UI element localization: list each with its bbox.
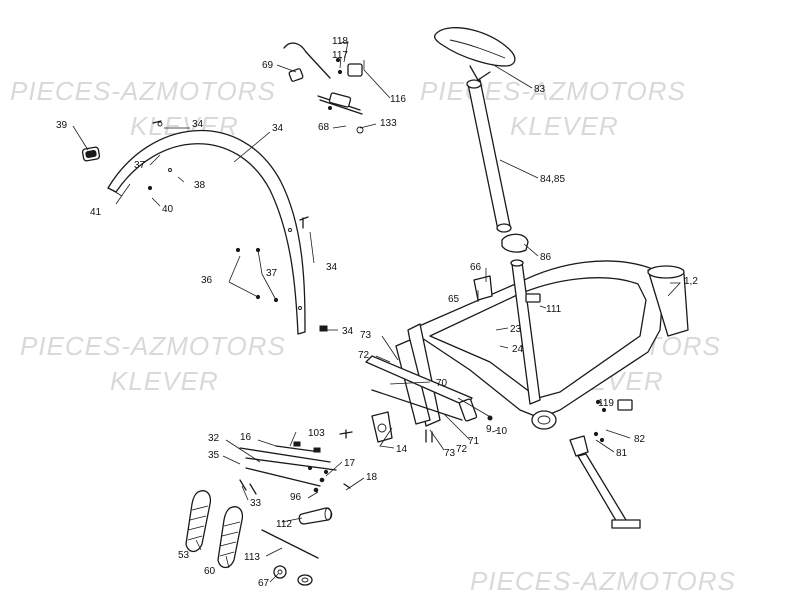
seat-clamp-86 (501, 233, 529, 253)
callout-label: 111 (546, 304, 562, 315)
callout-label: 70 (436, 378, 448, 389)
callout-label: 118 (332, 36, 348, 47)
callout-label: 32 (208, 433, 220, 444)
callout-label: 113 (244, 552, 260, 563)
callout-label: 69 (262, 60, 274, 71)
callout-label: 40 (162, 204, 174, 215)
callout-label: 81 (616, 448, 628, 459)
callout-label: 112 (276, 519, 292, 530)
callout-label: 119 (598, 398, 614, 409)
callout-label: 96 (290, 492, 302, 503)
callout-label: 39 (56, 120, 68, 131)
main-frame-1-2 (395, 259, 689, 430)
callout-label: 9 (486, 424, 492, 435)
callout-label: 67 (258, 578, 270, 589)
callout-label: 10 (496, 426, 508, 437)
callout-label: 35 (208, 450, 220, 461)
kickstand-81 (569, 399, 641, 529)
washer-67 (273, 565, 313, 586)
rear-fender (107, 121, 306, 335)
callout-label: 24 (512, 344, 524, 355)
fender-bolts (147, 120, 328, 332)
callout-label: 34 (192, 119, 204, 130)
callout-label: 34 (342, 326, 354, 337)
callout-labels: 1,2 9 10 14 16 17 18 23 24 32 33 34 34 3… (56, 36, 698, 589)
callout-label: 16 (240, 432, 252, 443)
callout-label: 34 (272, 123, 284, 134)
callout-label: 17 (344, 458, 356, 469)
rod-113 (261, 529, 319, 559)
callout-label: 72 (358, 350, 370, 361)
callout-label: 36 (201, 275, 213, 286)
callout-label: 68 (318, 122, 330, 133)
watermark-brand: PIECES-AZMOTORS (420, 76, 686, 106)
callout-label: 117 (332, 50, 348, 61)
callout-label: 73 (444, 448, 456, 459)
callout-label: 33 (250, 498, 262, 509)
small-hardware-33-96-17-18 (239, 477, 351, 495)
watermark-brand: PIECES-AZMOTORS (20, 331, 286, 361)
leader-lines (72, 41, 681, 583)
callout-label: 73 (360, 330, 372, 341)
grip-53 (185, 490, 212, 553)
callout-label: 71 (468, 436, 480, 447)
watermark-brand: PIECES-AZMOTORS (10, 76, 276, 106)
grip-60 (217, 506, 244, 569)
callout-label: 84,85 (540, 174, 565, 185)
seatpost-84-85 (466, 79, 512, 233)
callout-label: 60 (204, 566, 216, 577)
callout-label: 133 (380, 118, 397, 129)
watermark-layer: PIECES-AZMOTORS KLEVER PIECES-AZMOTORS K… (10, 76, 736, 596)
callout-label: 65 (448, 294, 460, 305)
callout-label: 116 (390, 94, 406, 105)
callout-label: 38 (194, 180, 206, 191)
callout-label: 72 (456, 444, 468, 455)
watermark-model: KLEVER (110, 366, 219, 396)
tube-112 (298, 507, 333, 525)
callout-label: 83 (534, 84, 546, 95)
brake-lever-assembly (283, 42, 364, 134)
saddle-83 (433, 27, 516, 81)
callout-label: 34 (326, 262, 338, 273)
watermark-model: KLEVER (510, 111, 619, 141)
callout-label: 53 (178, 550, 190, 561)
callout-label: 66 (470, 262, 482, 273)
callout-label: 23 (510, 324, 522, 335)
watermark-brand: PIECES-AZMOTORS (470, 566, 736, 596)
callout-label: 18 (366, 472, 378, 483)
callout-label: 103 (308, 428, 325, 439)
callout-label: 37 (266, 268, 278, 279)
callout-label: 82 (634, 434, 646, 445)
chain-guard-70 (365, 355, 478, 422)
hinge-plate-14 (371, 411, 393, 443)
callout-label: 14 (396, 444, 408, 455)
callout-label: 86 (540, 252, 552, 263)
callout-label: 41 (90, 207, 102, 218)
fender-reflector-39 (81, 146, 101, 162)
axle-rods-16-103 (239, 441, 337, 487)
callout-label: 1,2 (684, 276, 698, 287)
callout-label: 37 (134, 160, 146, 171)
